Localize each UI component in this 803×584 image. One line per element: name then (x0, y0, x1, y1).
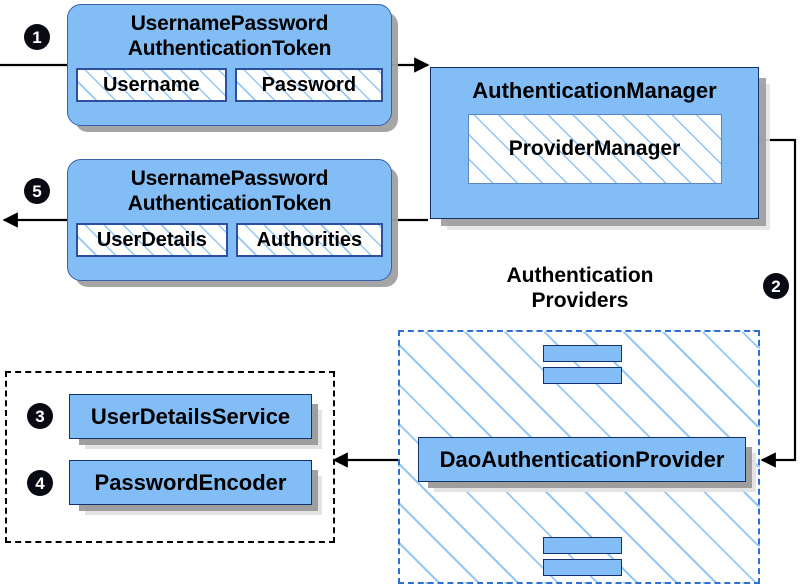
provider-stub-bottom-bar-2 (543, 559, 622, 576)
password-field[interactable]: Password (234, 68, 384, 102)
dao-authentication-provider-node[interactable]: DaoAuthenticationProvider (418, 437, 746, 482)
response-token-title: UsernamePassword AuthenticationToken (127, 167, 332, 215)
user-details-service-node[interactable]: UserDetailsService (69, 394, 312, 439)
request-token-node[interactable]: UsernamePassword AuthenticationToken Use… (67, 4, 392, 126)
user-details-field[interactable]: UserDetails (76, 223, 228, 257)
badge-step-4: 4 (27, 470, 53, 496)
response-token-node[interactable]: UsernamePassword AuthenticationToken Use… (67, 159, 392, 281)
manager-to-provider-path (759, 138, 797, 468)
response-token-fields: UserDetails Authorities (68, 223, 391, 257)
request-token-fields: Username Password (68, 68, 391, 102)
provider-stub-top-bar-2 (543, 367, 622, 384)
authorities-field[interactable]: Authorities (235, 223, 383, 257)
password-encoder-label: PasswordEncoder (94, 469, 287, 495)
badge-step-1: 1 (24, 24, 50, 50)
badge-step-5: 5 (24, 178, 50, 204)
provider-stub-top-bar-1 (543, 345, 622, 362)
dao-authentication-provider-label: DaoAuthenticationProvider (439, 446, 725, 472)
user-details-service-label: UserDetailsService (90, 403, 291, 429)
request-token-title: UsernamePassword AuthenticationToken (127, 12, 332, 60)
provider-manager-label: ProviderManager (508, 137, 681, 160)
supporting-beans-region (5, 371, 335, 543)
authentication-providers-label: Authentication Providers (506, 264, 654, 312)
password-encoder-node[interactable]: PasswordEncoder (69, 460, 312, 505)
provider-manager-node[interactable]: ProviderManager (467, 114, 722, 184)
badge-step-3: 3 (27, 403, 53, 429)
provider-stub-bottom-bar-1 (543, 537, 622, 554)
badge-step-2: 2 (763, 273, 789, 299)
authentication-manager-node[interactable]: AuthenticationManager ProviderManager (430, 67, 759, 219)
authentication-manager-label: AuthenticationManager (472, 78, 717, 103)
username-field[interactable]: Username (76, 68, 227, 102)
